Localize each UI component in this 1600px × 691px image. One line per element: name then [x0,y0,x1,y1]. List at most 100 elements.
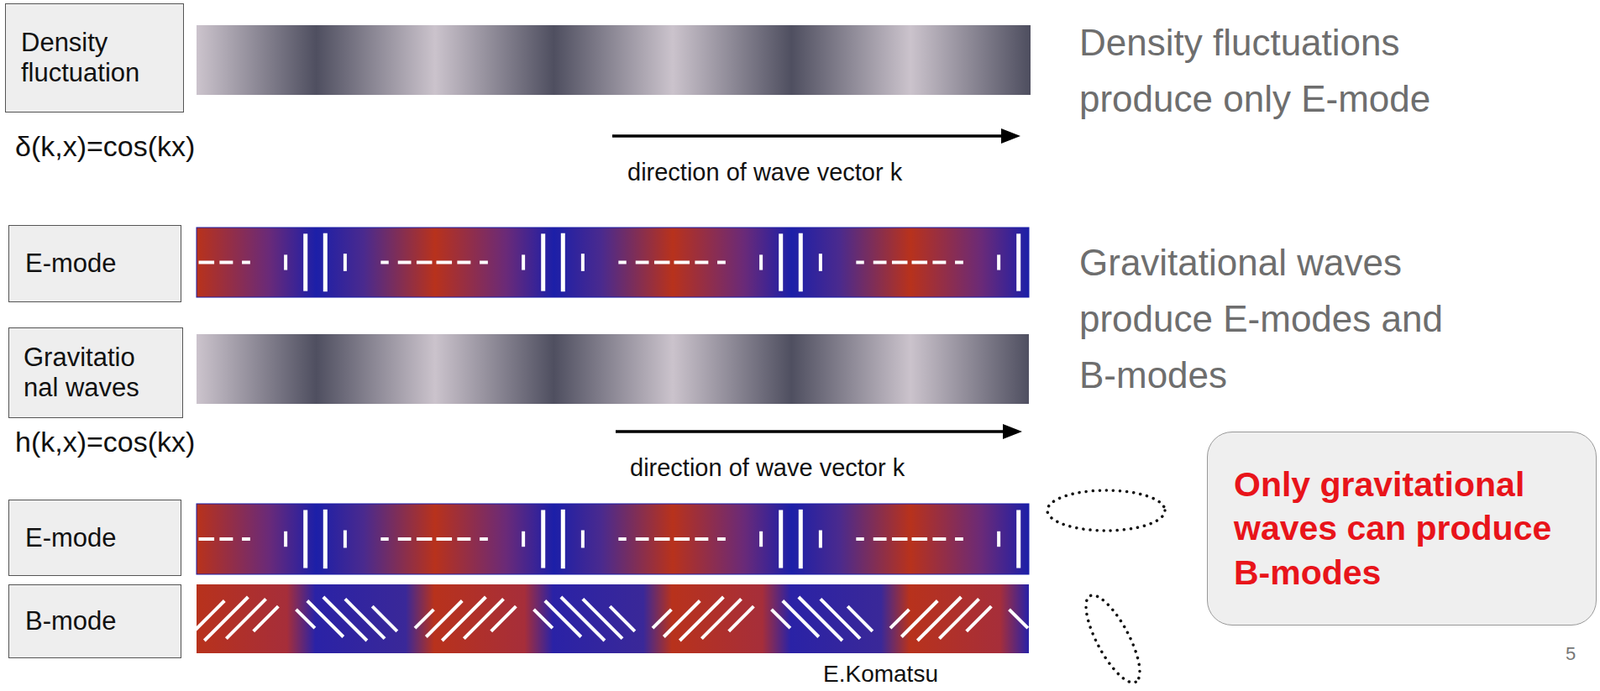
polarization-stroke [343,253,347,272]
polarization-stroke [1009,609,1029,629]
polarization-stroke [561,597,605,641]
polarization-stroke [436,537,453,541]
polarization-stroke [199,537,216,541]
polarization-stroke [818,253,823,272]
polarization-strokes [188,233,1029,641]
polarization-stroke [241,261,251,265]
box-label: E-mode [25,248,171,279]
arrow-head [1001,128,1021,144]
polarization-stroke [694,261,709,265]
polarization-stroke [798,233,803,293]
polarization-stroke [1016,509,1021,568]
polarization-stroke [939,598,979,639]
polarization-stroke [798,509,803,569]
polarization-stroke [425,601,462,638]
polarization-stroke [635,261,650,265]
axis-label: direction of wave vector k [629,454,905,483]
polarization-stroke [581,530,585,549]
polarization-stroke [283,254,288,270]
polarization-stroke [729,606,755,632]
polarization-stroke [343,530,347,549]
label-box: B-mode [8,584,182,659]
axis-label: direction of wave vector k [627,158,903,187]
polarization-stroke [873,537,887,541]
polarization-stroke [778,509,783,568]
arrow-head [1002,424,1023,440]
polarization-stroke [521,531,525,547]
polarization-stroke [891,261,908,265]
polarization-stroke [540,233,546,291]
polarization-stroke [966,606,992,632]
gravitational-wave-band [196,334,1029,404]
polarization-stroke [561,509,566,569]
polarization-stroke [618,537,626,541]
polarization-stroke [416,261,433,265]
polarization-stroke [717,537,726,541]
polarization-stroke [283,531,288,547]
note: Density fluctuations produce only E-mode [1079,14,1475,127]
polarization-stroke [561,233,566,293]
polarization-stroke [701,598,741,639]
polarization-stroke [609,606,635,632]
note: Gravitational waves produce E-modes and … [1079,234,1475,404]
polarization-stroke [932,537,946,541]
polarization-stroke [618,261,626,265]
e-mode-band [196,503,1029,575]
polarization-stroke [652,609,672,629]
polarization-stroke [717,261,726,265]
polarization-stroke [296,609,315,629]
dotted-ellipse [1075,588,1150,690]
polarization-stroke [463,598,504,639]
polarization-stroke [581,253,585,272]
box-label: Density fluctuation [20,27,174,88]
label-box: E-mode [8,225,182,303]
polarization-stroke [323,233,328,293]
polarization-stroke [890,609,909,629]
dotted-ellipse [1047,490,1165,531]
polarization-stroke [818,530,823,549]
wave-vector-arrow [612,134,1005,138]
callout-box: Only gravitational waves can produce B-m… [1206,431,1597,626]
label-box: Gravitatio nal waves [8,327,184,419]
polarization-stroke [521,254,525,270]
polarization-stroke [582,598,623,639]
polarization-stroke [323,597,368,641]
polarization-stroke [759,254,763,270]
polarization-stroke [771,609,791,629]
polarization-stroke [456,261,471,265]
box-label: Gravitatio nal waves [23,342,171,403]
polarization-stroke [694,537,709,541]
label-box: E-mode [8,499,182,577]
polarization-stroke [534,609,553,629]
polarization-stroke [372,606,398,632]
polarization-stroke [380,261,389,265]
polarization-stroke [855,261,864,265]
polarization-stroke [996,254,1001,270]
box-label: B-mode [25,606,171,637]
polarization-stroke [219,537,233,541]
b-mode-band [196,584,1029,654]
polarization-stroke [917,597,961,641]
polarization-stroke [204,597,248,641]
polarization-stroke [1016,233,1021,291]
callout-text: Only gravitational waves can produce B-m… [1233,462,1580,595]
polarization-stroke [891,537,908,541]
polarization-stroke [679,597,724,641]
polarization-stroke [479,261,488,265]
polarization-stroke [912,261,929,265]
polarization-stroke [540,509,546,568]
polarization-stroke [323,509,328,569]
polarization-stroke [674,261,691,265]
polarization-stroke [912,537,929,541]
polarization-stroke [441,597,486,641]
polarization-stroke [414,609,434,629]
polarization-stroke [855,537,864,541]
box-label: E-mode [25,523,171,554]
polarization-stroke [380,537,389,541]
polarization-stroke [436,261,453,265]
polarization-stroke [674,537,691,541]
polarization-stroke [654,261,671,265]
e-mode-band [196,227,1029,298]
polarization-stroke [491,606,517,632]
polarization-stroke [303,509,308,568]
